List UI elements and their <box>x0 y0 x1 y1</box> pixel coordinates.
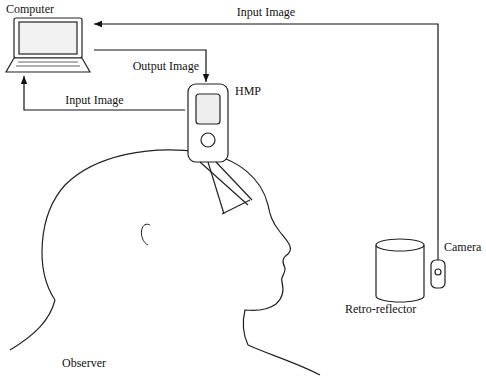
retro-reflector-cylinder <box>376 239 424 302</box>
observer-ear <box>141 224 150 245</box>
keyboard-row <box>18 62 78 63</box>
cylinder-top <box>376 239 424 251</box>
camera-cable <box>437 240 438 260</box>
laptop-base <box>6 58 90 72</box>
node-label: Observer <box>62 356 106 370</box>
node-label: Retro-reflector <box>345 302 416 316</box>
node-label: Camera <box>444 240 481 254</box>
cylinder-body <box>376 245 424 302</box>
node-label: Computer <box>6 2 54 16</box>
edge-label: Input Image <box>235 5 297 19</box>
signal-arrow <box>94 50 206 82</box>
laptop-screen <box>14 18 82 58</box>
projection-ray <box>216 162 252 200</box>
hmp-lens <box>201 133 215 147</box>
camera-body <box>431 260 445 288</box>
signal-arrow <box>24 76 185 110</box>
edge-label: Output Image <box>131 59 201 73</box>
retro-reflector-node: Retro-reflector <box>345 236 427 320</box>
camera-node: Camera <box>430 240 484 310</box>
hmp-node: HMP <box>185 82 265 172</box>
hmp-projector <box>196 94 220 124</box>
camera-device <box>431 240 445 288</box>
hmp-mirror <box>200 162 248 205</box>
camera-lens <box>435 269 441 275</box>
hmp-device <box>188 84 252 214</box>
observer-node: Observer <box>62 356 134 374</box>
keyboard-row <box>16 66 80 67</box>
observer-head <box>42 150 290 345</box>
computer-node: Computer <box>4 2 94 76</box>
projection-ray <box>208 162 224 214</box>
observer-shoulder <box>248 345 320 375</box>
node-label: HMP <box>235 84 261 98</box>
laptop-icon <box>6 18 90 72</box>
hmp-mirror <box>222 200 250 214</box>
edge-label: Input Image <box>63 93 125 107</box>
laptop-display <box>19 22 77 54</box>
hmp-housing <box>188 84 228 162</box>
observer-shoulder <box>10 300 55 350</box>
signal-arrow <box>94 24 438 240</box>
